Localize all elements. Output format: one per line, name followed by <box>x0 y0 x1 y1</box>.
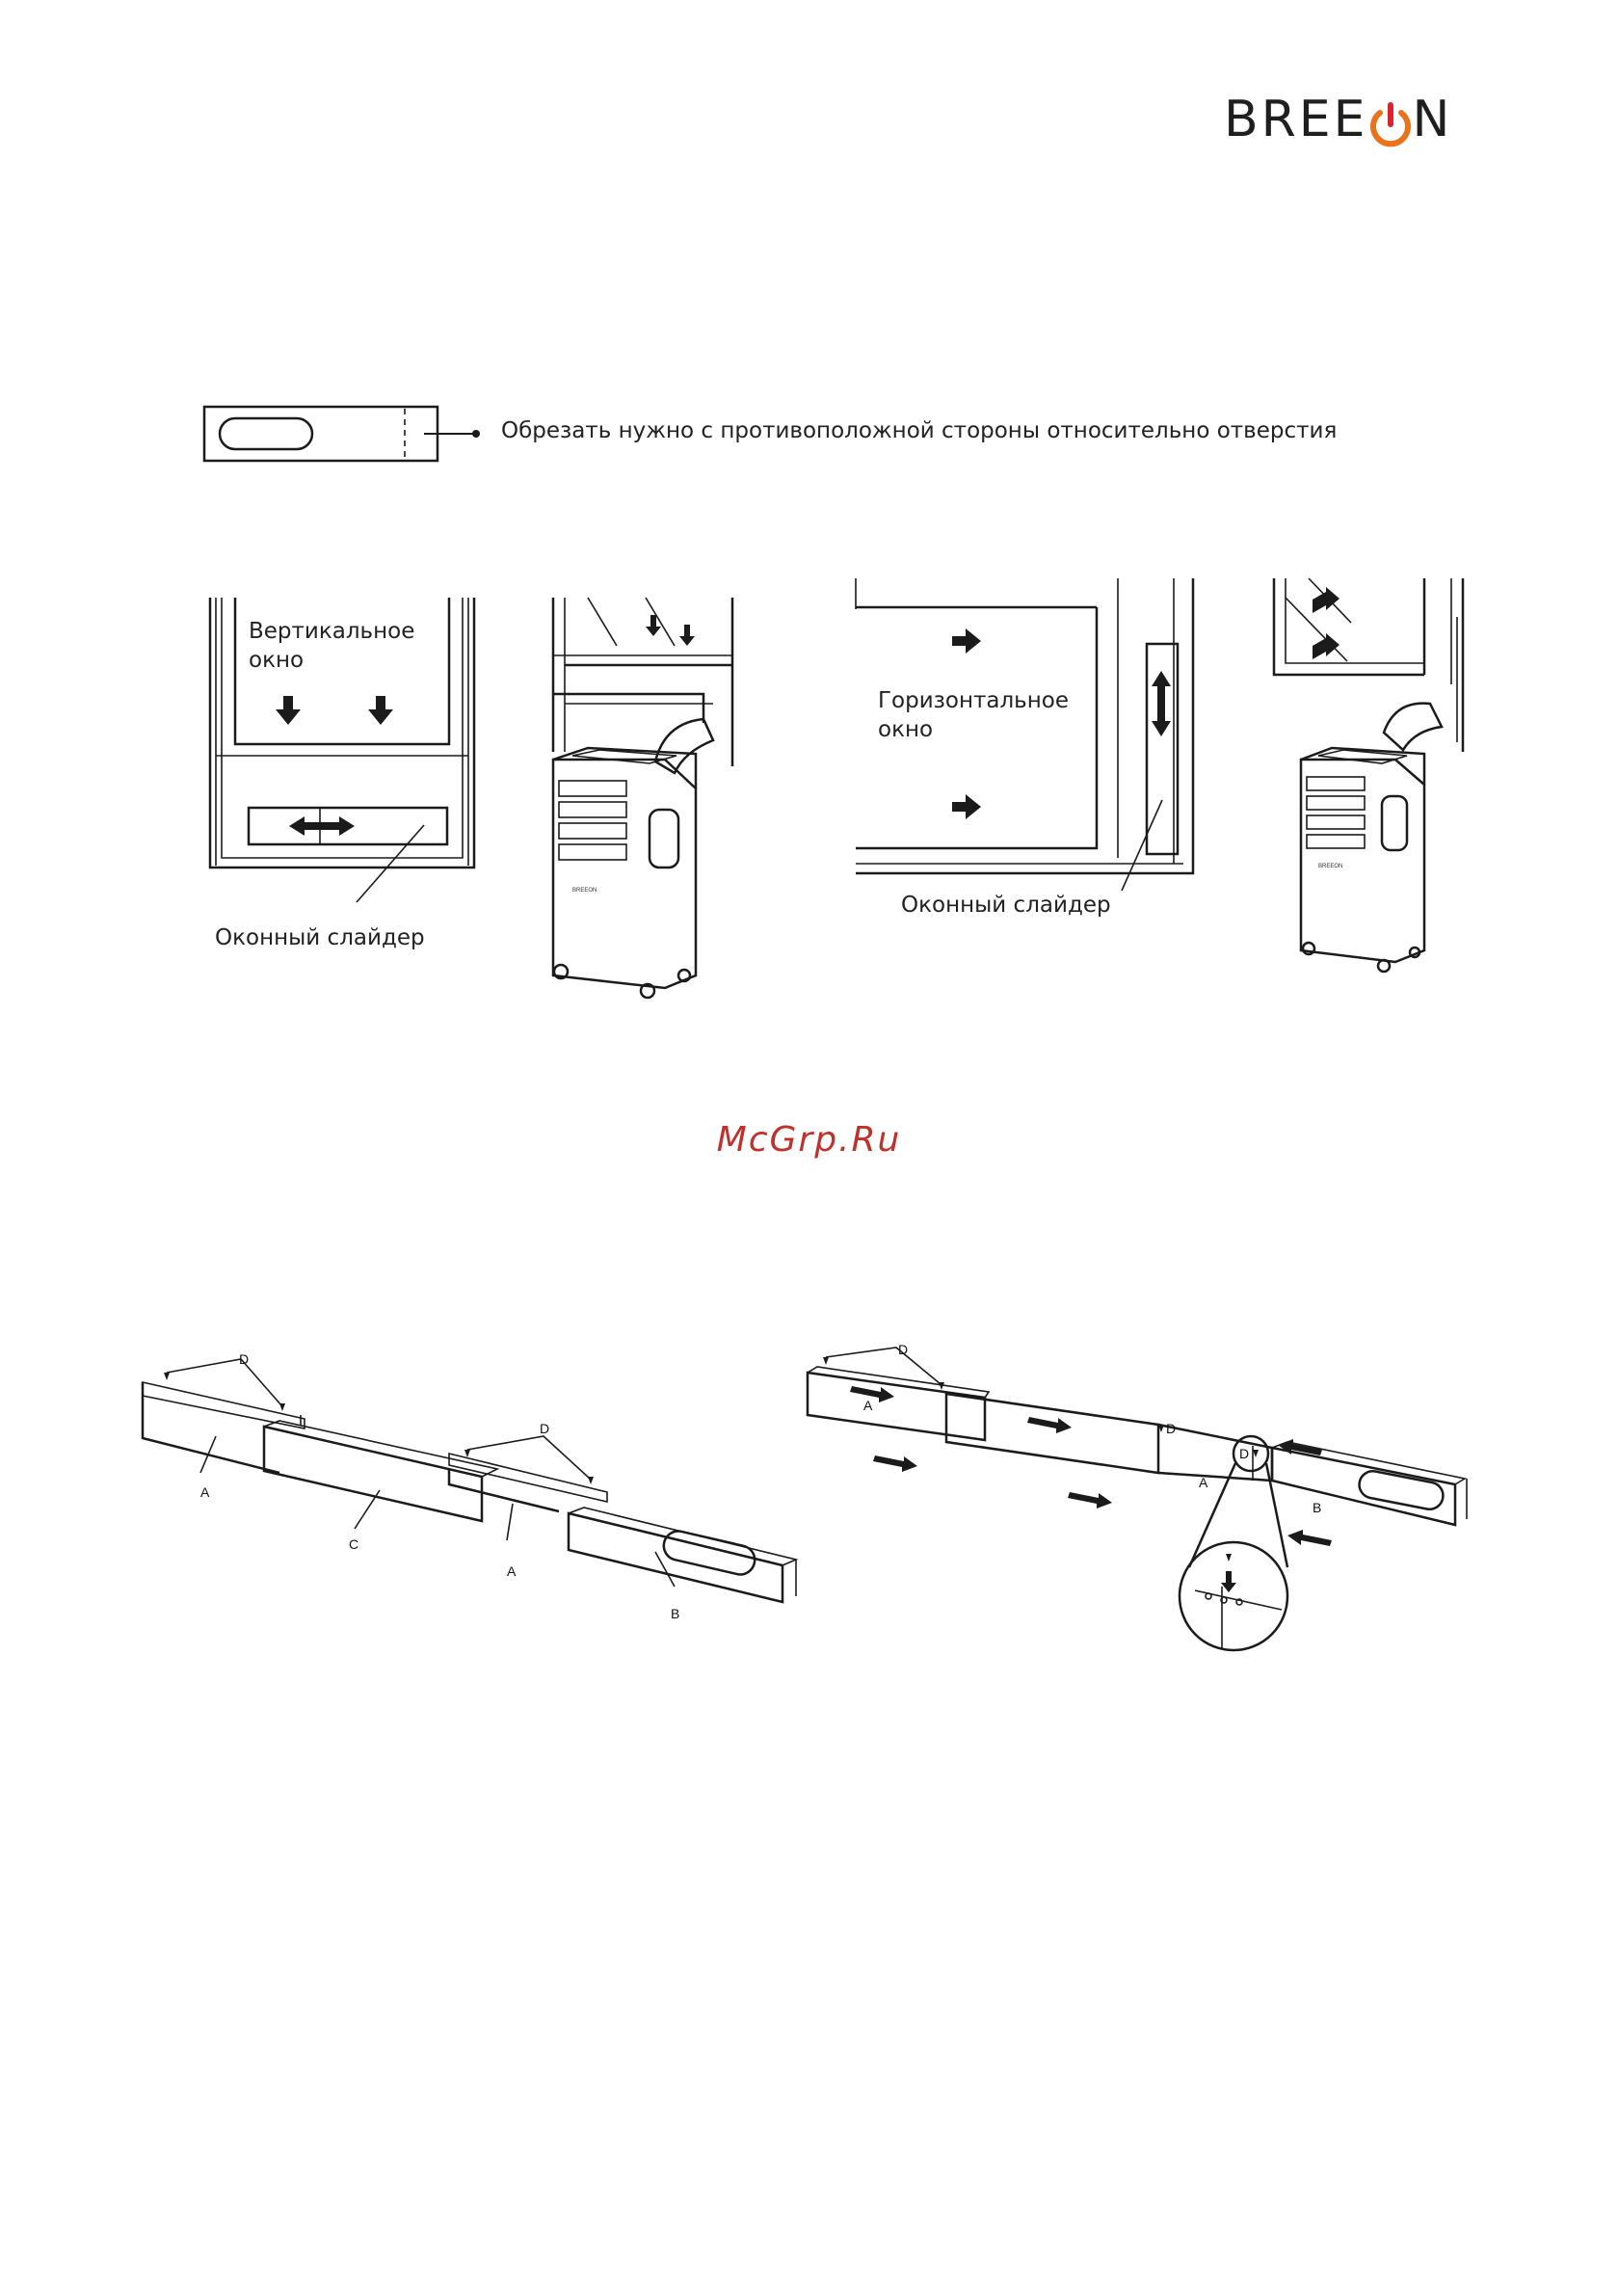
label-b-left: B <box>671 1606 679 1621</box>
label-a-right-mid: A <box>1199 1475 1207 1490</box>
vertical-window-title-line1: Вертикальное <box>249 617 414 646</box>
power-icon <box>1368 97 1413 142</box>
label-b-right: B <box>1313 1500 1321 1515</box>
cut-pointer-line <box>424 428 482 440</box>
vertical-slider-label: Оконный слайдер <box>215 925 425 950</box>
label-d-right-3: D <box>1239 1446 1249 1461</box>
slider-assembly-combined <box>800 1349 1474 1658</box>
air-conditioner-unit-left: BREEON <box>540 598 742 1002</box>
label-d-left-1: D <box>239 1351 249 1367</box>
brand-logo: BREE N <box>1224 91 1452 148</box>
cut-panel-diagram <box>202 405 443 463</box>
horizontal-window-title-line2: окно <box>878 715 1069 744</box>
label-c-left: C <box>349 1536 358 1552</box>
air-conditioner-unit-right: BREEON <box>1270 578 1482 974</box>
label-a-right-left: A <box>863 1398 872 1413</box>
cut-note-text: Обрезать нужно с противоположной стороны… <box>501 418 1337 443</box>
horizontal-slider-label: Оконный слайдер <box>901 893 1111 918</box>
horizontal-window-title-line1: Горизонтальное <box>878 686 1069 715</box>
logo-text-right: N <box>1413 91 1453 148</box>
label-a-left-2: A <box>507 1563 516 1579</box>
watermark: McGrp.Ru <box>0 1120 1618 1160</box>
label-a-left-1: A <box>200 1484 209 1500</box>
unit-brand-left: BREEON <box>572 888 597 894</box>
label-d-right-2: D <box>1166 1421 1176 1436</box>
horizontal-window-title: Горизонтальное окно <box>878 686 1069 744</box>
logo-text-left: BREE <box>1224 91 1368 148</box>
unit-brand-right: BREEON <box>1318 864 1342 869</box>
vertical-window-title-line2: окно <box>249 646 414 675</box>
label-d-left-2: D <box>540 1421 549 1436</box>
vertical-window-title: Вертикальное окно <box>249 617 414 675</box>
slider-assembly-exploded <box>135 1349 809 1658</box>
label-d-right-1: D <box>898 1342 908 1357</box>
